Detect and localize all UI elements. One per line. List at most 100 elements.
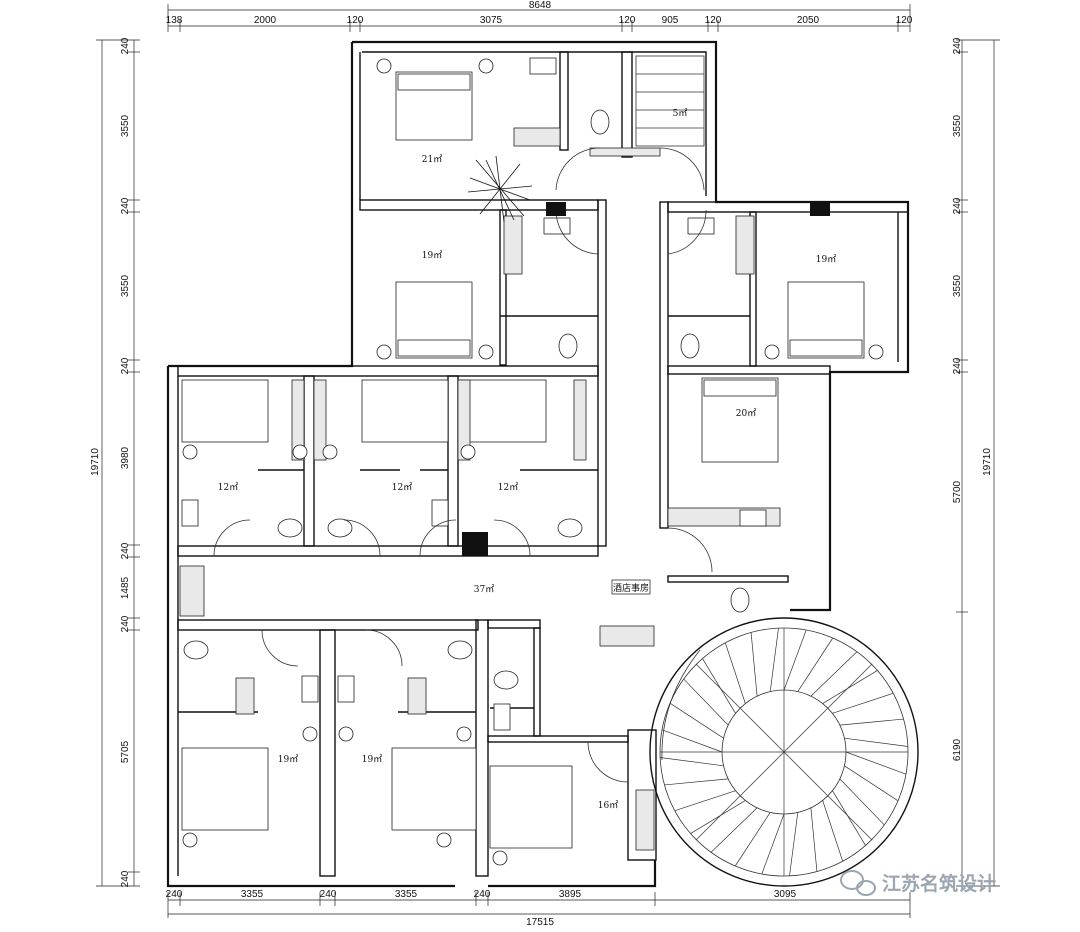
room-label-suite-bl1: 19㎡ [278, 754, 298, 765]
stair-tread [660, 757, 724, 767]
dim-left-3: 3550 [120, 274, 131, 297]
dim-top-8: 120 [896, 15, 913, 26]
stair-tread [797, 637, 834, 692]
top-ticks [167, 4, 911, 32]
dim-top-7: 2050 [797, 15, 820, 26]
dim-bottom-1: 3355 [241, 889, 264, 900]
dim-left-9: 5705 [120, 740, 131, 763]
dim-left-5: 3980 [120, 446, 131, 469]
dim-bottom-2: 240 [320, 889, 337, 900]
dim-right-2: 240 [952, 197, 963, 214]
dim-right-6: 6190 [952, 738, 963, 761]
stair-tread [783, 629, 807, 691]
dim-bottom-3: 3355 [395, 889, 418, 900]
dim-bottom-total: 17515 [526, 917, 554, 928]
dim-top-0: 138 [166, 15, 183, 26]
room-labels: 21㎡ 5㎡ 19㎡ 19㎡ 12㎡ 12㎡ 12㎡ 20㎡ 37㎡ 酒店事房 … [218, 108, 836, 811]
stair-tread [810, 807, 818, 872]
dim-bottom-6: 3095 [774, 889, 797, 900]
stair-tread [702, 658, 736, 714]
room-label-room-b: 12㎡ [392, 482, 412, 493]
room-label-suite-bl2: 19㎡ [362, 754, 382, 765]
column-marker [546, 202, 566, 216]
interior-walls [177, 51, 909, 877]
stair-tread [674, 790, 736, 812]
dim-left-total: 19710 [90, 448, 101, 476]
stair-tread [844, 765, 899, 802]
chandelier-icon [467, 155, 533, 223]
column-marker [810, 202, 830, 216]
stair-tread [683, 678, 729, 726]
fixtures [179, 55, 884, 866]
dim-top-2: 120 [347, 15, 364, 26]
watermark-text: 江苏名筑设计 [882, 872, 996, 895]
room-label-suite-mid-left: 19㎡ [422, 250, 442, 261]
dim-left-2: 240 [120, 197, 131, 214]
dim-left-8: 240 [120, 615, 131, 632]
dim-left-7: 1485 [120, 576, 131, 599]
dim-left-1: 3550 [120, 114, 131, 137]
stair-tread [669, 702, 724, 739]
column-marker [462, 532, 488, 556]
toilet-icon [183, 109, 750, 690]
dim-right-total: 19710 [982, 448, 993, 476]
bed-icon [181, 71, 865, 849]
dim-top-total: 8648 [529, 0, 552, 11]
stair-tread [845, 751, 907, 775]
sink-icon [181, 57, 767, 731]
room-label-room-a: 12㎡ [218, 482, 238, 493]
dim-bottom-4: 240 [474, 889, 491, 900]
stair-tread [750, 632, 758, 697]
stair-tread [710, 807, 758, 853]
stair-tread [664, 778, 729, 786]
dim-top-1: 2000 [254, 15, 277, 26]
room-label-suite-top-left: 21㎡ [422, 154, 442, 165]
stair-tread [839, 718, 904, 726]
watermark: 江苏名筑设计 [840, 870, 996, 896]
dim-left-0: 240 [120, 37, 131, 54]
dim-right-1: 3550 [952, 114, 963, 137]
stair-tread [822, 670, 878, 704]
dim-right-3: 3550 [952, 274, 963, 297]
stair-tread [832, 790, 866, 846]
room-label-suite-mid-right: 19㎡ [816, 254, 836, 265]
storage-shelving [635, 55, 705, 147]
left-ticks [96, 39, 140, 887]
room-label-suite-right: 20㎡ [736, 408, 756, 419]
lamp-icon [182, 58, 884, 866]
room-label-office: 酒店事房 [613, 582, 649, 594]
room-label-room-c: 12㎡ [498, 482, 518, 493]
stair-tread [844, 737, 908, 747]
stair-tread [822, 800, 844, 862]
room-label-suite-bottom: 16㎡ [598, 800, 618, 811]
stair-tread [724, 642, 746, 704]
dim-right-0: 240 [952, 37, 963, 54]
dim-left-6: 240 [120, 542, 131, 559]
dim-top-6: 120 [705, 15, 722, 26]
dimensions: 8648 138 2000 120 3075 120 905 120 2050 … [90, 0, 1000, 928]
wardrobe-icon [179, 127, 755, 851]
stair-tread [661, 729, 723, 753]
dim-bottom-5: 3895 [559, 889, 582, 900]
dim-left-10: 240 [120, 870, 131, 887]
bottom-ticks [167, 892, 911, 918]
right-ticks [956, 39, 1000, 887]
dim-top-4: 120 [619, 15, 636, 26]
dim-top-3: 3075 [480, 15, 503, 26]
dim-right-5: 5700 [952, 480, 963, 503]
dim-top-5: 905 [662, 15, 679, 26]
stair-tread [690, 800, 746, 834]
dim-right-4: 240 [952, 357, 963, 374]
stair-tread [734, 812, 771, 867]
stair-tread [839, 778, 885, 826]
wechat-icon [840, 870, 876, 896]
stair-tread [761, 813, 785, 875]
stair-tread [832, 692, 894, 714]
dim-bottom-0: 240 [166, 889, 183, 900]
room-label-storage: 5㎡ [673, 108, 688, 119]
stair-tread [769, 628, 779, 692]
room-label-corridor: 37㎡ [474, 584, 494, 595]
dim-left-4: 240 [120, 357, 131, 374]
stair-tread [789, 812, 799, 876]
